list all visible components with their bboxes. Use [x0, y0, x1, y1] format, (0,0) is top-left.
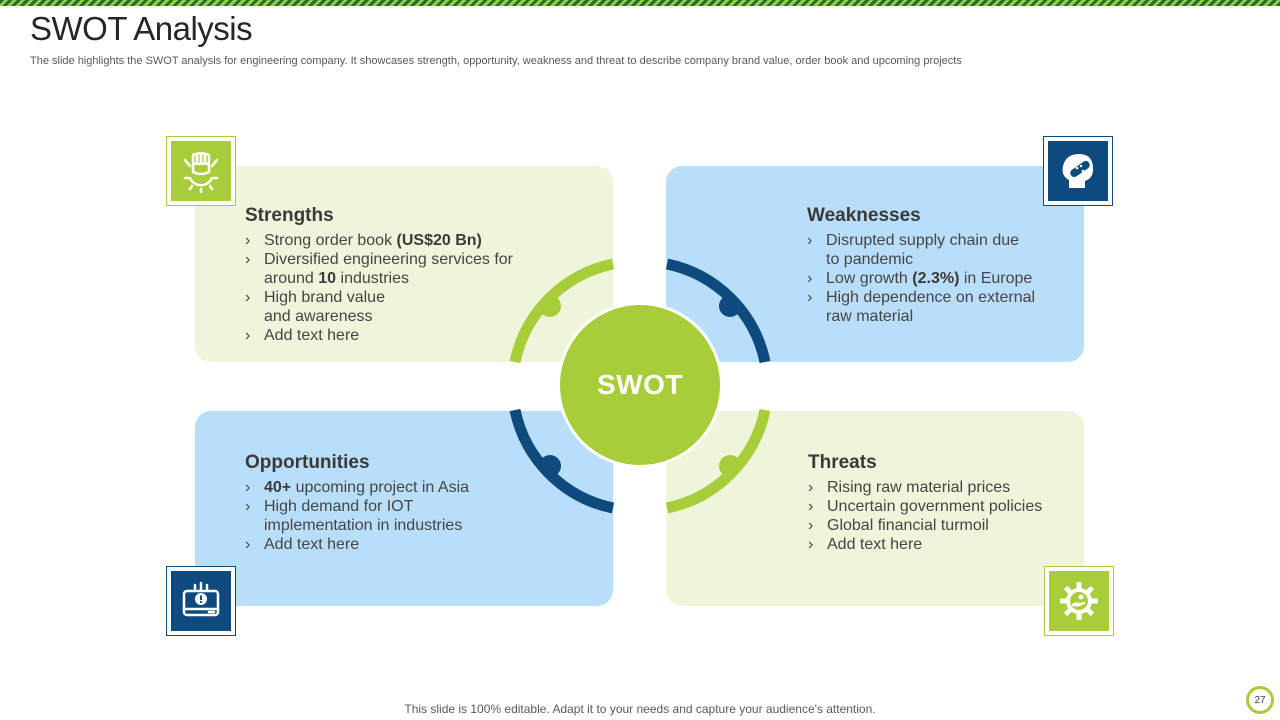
list-item: 40+ upcoming project in Asia: [245, 478, 545, 497]
strengths-list: Strong order book (US$20 Bn) Diversified…: [245, 231, 545, 345]
list-item: High brand value and awareness: [245, 288, 414, 326]
opportunities-icon-box: [166, 566, 236, 636]
swot-center-circle: SWOT: [560, 305, 720, 465]
weaknesses-icon-box: [1043, 136, 1113, 206]
list-item: Uncertain government policies: [808, 497, 1078, 516]
list-item: Rising raw material prices: [808, 478, 1078, 497]
page-title: SWOT Analysis: [30, 10, 253, 47]
monitor-alert-icon: [171, 571, 231, 631]
weaknesses-block: Weaknesses Disrupted supply chain due to…: [807, 205, 1067, 326]
opportunities-heading: Opportunities: [245, 452, 370, 473]
head-bandage-icon: [1048, 141, 1108, 201]
list-item: High demand for IOT implementation in in…: [245, 497, 489, 535]
threats-icon-box: [1044, 566, 1114, 636]
ring-knob-weaknesses: [719, 295, 741, 317]
weaknesses-heading: Weaknesses: [807, 205, 921, 226]
weaknesses-list: Disrupted supply chain due to pandemic L…: [807, 231, 1067, 326]
list-item: Global financial turmoil: [808, 516, 1078, 535]
ring-knob-strengths: [539, 295, 561, 317]
list-item: Diversified engineering services for aro…: [245, 250, 545, 288]
list-item: Add text here: [245, 326, 545, 345]
list-item: Disrupted supply chain due to pandemic: [807, 231, 1026, 269]
threats-heading: Threats: [808, 452, 877, 473]
strengths-block: Strengths Strong order book (US$20 Bn) D…: [245, 205, 545, 345]
list-item: Add text here: [245, 535, 545, 554]
list-item: Add text here: [808, 535, 1078, 554]
strengths-heading: Strengths: [245, 205, 334, 226]
page-number-badge: 27: [1246, 686, 1274, 714]
swot-ring: [509, 258, 771, 514]
strengths-icon-box: [166, 136, 236, 206]
opportunities-list: 40+ upcoming project in Asia High demand…: [245, 478, 545, 554]
list-item: Low growth (2.3%) in Europe: [807, 269, 1067, 288]
threats-block: Threats Rising raw material prices Uncer…: [808, 452, 1078, 554]
fist-gear-icon: [171, 141, 231, 201]
ring-knob-opportunities: [539, 455, 561, 477]
gear-hand-icon: [1049, 571, 1109, 631]
list-item: High dependence on external raw material: [807, 288, 1041, 326]
opportunities-block: Opportunities 40+ upcoming project in As…: [245, 452, 545, 554]
page-subtitle: The slide highlights the SWOT analysis f…: [30, 55, 962, 67]
list-item: Strong order book (US$20 Bn): [245, 231, 545, 250]
threats-list: Rising raw material prices Uncertain gov…: [808, 478, 1078, 554]
ring-knob-threats: [719, 455, 741, 477]
top-stripe: [0, 0, 1280, 6]
footer-note: This slide is 100% editable. Adapt it to…: [404, 702, 876, 716]
